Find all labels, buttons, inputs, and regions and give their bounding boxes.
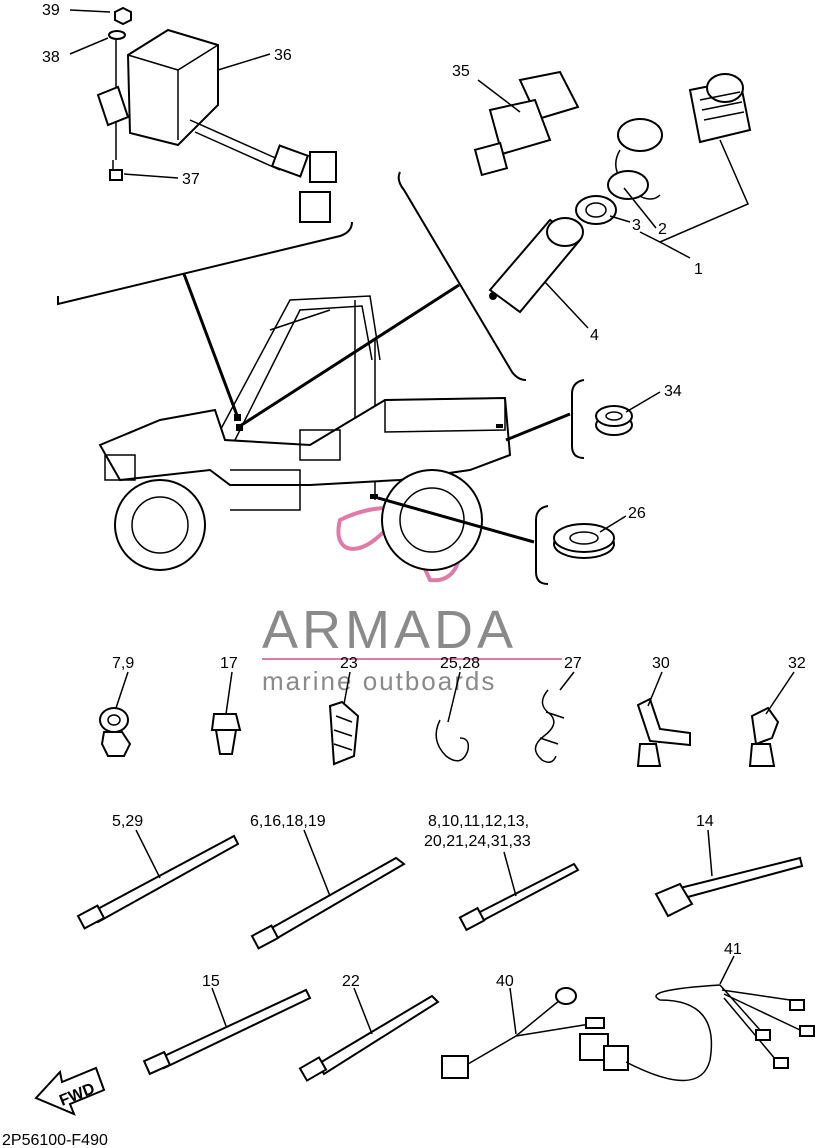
callout-4: 4 (590, 327, 599, 344)
callout-5-29: 5,29 (112, 813, 143, 830)
clip-25-28 (435, 719, 470, 762)
callout-14: 14 (696, 813, 714, 830)
callout-17: 17 (220, 655, 238, 672)
grommet-34 (595, 405, 633, 436)
tie-6-16-18-19 (250, 856, 406, 950)
tie-22 (298, 994, 440, 1082)
callout-35: 35 (452, 63, 470, 80)
clip-27 (534, 689, 565, 763)
callout-39: 39 (42, 2, 60, 19)
clip-7-9 (99, 707, 132, 757)
callout-38: 38 (42, 49, 60, 66)
grommet-26 (553, 523, 615, 559)
callout-labels: 39 38 36 37 35 2 3 1 4 34 26 7,9 17 23 2… (42, 2, 806, 990)
socket-body-1 (688, 73, 752, 144)
callout-25-28: 25,28 (440, 655, 480, 672)
callout-27: 27 (564, 655, 582, 672)
socket-cap-2 (607, 118, 663, 200)
callout-34: 34 (664, 383, 682, 400)
vehicle-leaders (182, 273, 571, 544)
grommet-26-frame (535, 505, 549, 585)
callout-2: 2 (658, 221, 667, 238)
nut-3 (575, 195, 617, 225)
callout-40: 40 (496, 973, 514, 990)
fwd-arrow: FWD (34, 1066, 106, 1116)
harness-40 (441, 987, 605, 1079)
tie-15 (142, 988, 312, 1076)
tie-8-series (458, 862, 580, 932)
callout-26: 26 (628, 505, 646, 522)
callout-41: 41 (724, 941, 742, 958)
callout-8-line2: 20,21,24,31,33 (424, 833, 531, 850)
tie-5-29 (76, 834, 240, 930)
callout-leaders (69, 9, 795, 1035)
sensor-35 (473, 70, 580, 177)
socket-detail-frame (397, 171, 527, 381)
harness-41 (579, 984, 815, 1082)
callout-22: 22 (342, 973, 360, 990)
callout-8-line1: 8,10,11,12,13, (428, 813, 529, 830)
tie-14 (654, 856, 804, 918)
utv-vehicle (98, 295, 512, 571)
clip-23 (328, 700, 360, 766)
callout-32: 32 (788, 655, 806, 672)
clip-30 (636, 697, 691, 767)
relay-detail-frame (57, 221, 353, 306)
clip-32 (748, 706, 780, 767)
callout-6-16-18-19: 6,16,18,19 (250, 813, 326, 830)
relay-assembly (96, 6, 337, 223)
callout-23: 23 (340, 655, 358, 672)
boot-4 (488, 217, 584, 314)
callout-36: 36 (274, 47, 292, 64)
watermark-brand: ARMADA (262, 600, 517, 660)
callout-30: 30 (652, 655, 670, 672)
clip-17 (210, 713, 242, 755)
callout-1: 1 (694, 261, 703, 278)
callout-37: 37 (182, 171, 200, 188)
grommet-34-frame (571, 379, 585, 459)
callout-7-9: 7,9 (112, 655, 134, 672)
callout-15: 15 (202, 973, 220, 990)
diagram-code: 2P56100-F490 (2, 1132, 108, 1148)
callout-3: 3 (632, 217, 641, 234)
